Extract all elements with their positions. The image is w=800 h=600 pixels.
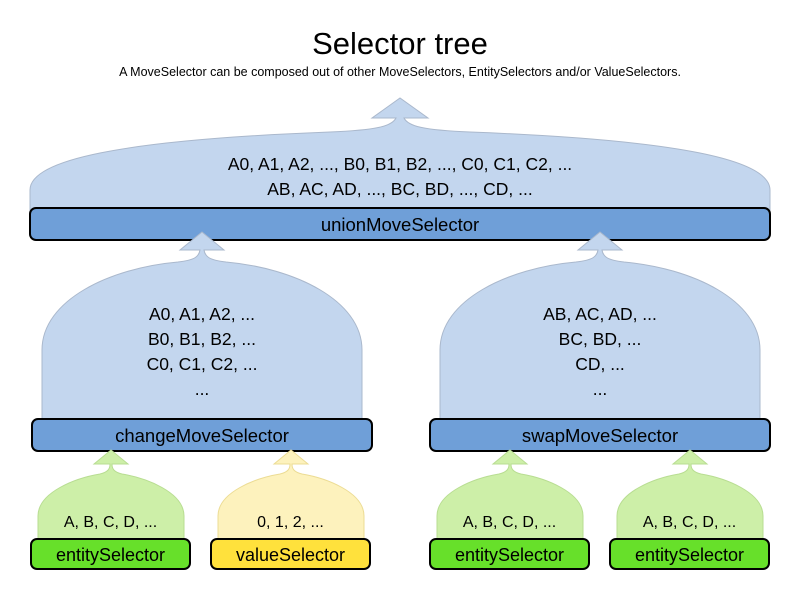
change-move-selector-node[interactable] bbox=[31, 231, 373, 452]
value-selector-node[interactable] bbox=[210, 449, 371, 570]
union-balloon-body bbox=[29, 97, 771, 225]
content-line: A, B, C, D, ... bbox=[63, 514, 158, 531]
content-line: ... bbox=[194, 379, 210, 399]
content-line: 0, 1, 2, ... bbox=[257, 514, 324, 531]
change-label: changeMoveSelector bbox=[115, 425, 289, 446]
leaf3-bar[interactable] bbox=[429, 538, 590, 570]
content-line: BC, BD, ... bbox=[558, 329, 642, 349]
union-content-lines: A0, A1, A2, ..., B0, B1, B2, ..., C0, C1… bbox=[30, 152, 770, 202]
leaf1-content-lines: A, B, C, D, ... bbox=[31, 513, 190, 533]
change-balloon-body bbox=[41, 231, 363, 437]
content-line: A, B, C, D, ... bbox=[462, 514, 557, 531]
content-line: AB, AC, AD, ... bbox=[543, 304, 657, 324]
leaf1-label: entitySelector bbox=[55, 545, 166, 565]
content-line: CD, ... bbox=[575, 354, 625, 374]
leaf2-balloon-body bbox=[217, 449, 365, 557]
swap-move-selector-node[interactable] bbox=[429, 231, 771, 452]
leaf1-balloon-body bbox=[37, 449, 185, 557]
leaf4-content-lines: A, B, C, D, ... bbox=[610, 513, 769, 533]
swap-content-lines: AB, AC, AD, ... BC, BD, ... CD, ...... bbox=[440, 302, 760, 402]
leaf3-balloon-body bbox=[436, 449, 584, 557]
content-line: A0, A1, A2, ..., B0, B1, B2, ..., C0, C1… bbox=[227, 154, 573, 174]
leaf2-label: valueSelector bbox=[235, 545, 346, 565]
page-subtitle: A MoveSelector can be composed out of ot… bbox=[119, 65, 681, 79]
content-line: AB, AC, AD, ..., BC, BD, ..., CD, ... bbox=[267, 179, 533, 199]
union-bar[interactable] bbox=[29, 207, 771, 241]
leaf4-balloon-body bbox=[616, 449, 764, 557]
union-move-selector-node[interactable] bbox=[29, 97, 771, 241]
change-bar[interactable] bbox=[31, 418, 373, 452]
leaf4-label: entitySelector bbox=[634, 545, 745, 565]
content-line: ... bbox=[592, 379, 608, 399]
content-line: C0, C1, C2, ... bbox=[146, 354, 258, 374]
leaf3-label: entitySelector bbox=[454, 545, 565, 565]
swap-label: swapMoveSelector bbox=[521, 425, 679, 446]
leaf4-bar[interactable] bbox=[609, 538, 770, 570]
leaf1-bar[interactable] bbox=[30, 538, 191, 570]
content-line: A, B, C, D, ... bbox=[642, 514, 737, 531]
content-line: A0, A1, A2, ... bbox=[148, 304, 256, 324]
swap-bar[interactable] bbox=[429, 418, 771, 452]
leaf2-bar[interactable] bbox=[210, 538, 371, 570]
swap-balloon-body bbox=[439, 231, 761, 437]
leaf2-content-lines: 0, 1, 2, ... bbox=[211, 513, 370, 533]
page-title: Selector tree bbox=[312, 26, 488, 61]
entity-selector-node-3[interactable] bbox=[609, 449, 770, 570]
change-content-lines: A0, A1, A2, ... B0, B1, B2, ... C0, C1, C2… bbox=[42, 302, 362, 402]
union-label: unionMoveSelector bbox=[320, 214, 480, 235]
leaf3-content-lines: A, B, C, D, ... bbox=[430, 513, 589, 533]
entity-selector-node-2[interactable] bbox=[429, 449, 590, 570]
entity-selector-node-1[interactable] bbox=[30, 449, 191, 570]
content-line: B0, B1, B2, ... bbox=[148, 329, 256, 349]
